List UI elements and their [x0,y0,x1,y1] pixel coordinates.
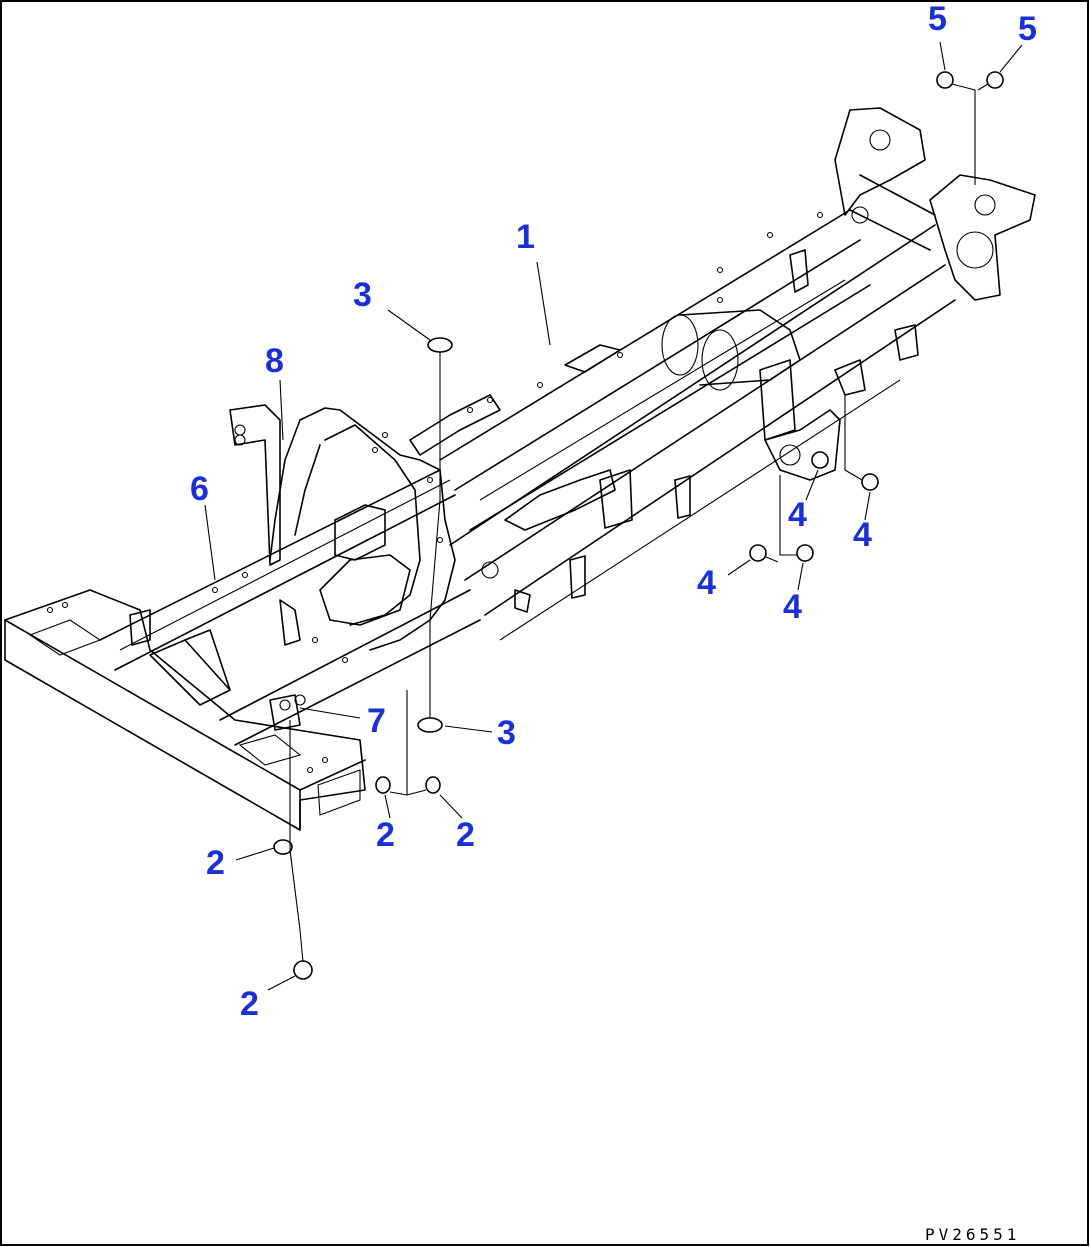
bushing-2d [293,960,313,980]
callout-4d: 4 [783,588,802,626]
callout-2c: 2 [206,844,225,882]
washer-3a [427,337,453,353]
bushing-4a [811,451,829,469]
bushing-4c [749,544,767,562]
callout-4a: 4 [788,496,807,534]
callout-1: 1 [516,218,535,256]
bushing-2b [425,776,441,794]
callout-5b: 5 [1018,10,1037,48]
leader-lines [204,41,1023,991]
bushing-5b [986,71,1004,89]
callouts: 1 2 2 2 2 3 3 4 4 4 4 5 5 6 7 8 [190,0,1037,1023]
callout-6: 6 [190,470,209,508]
callout-5a: 5 [928,0,947,38]
callout-4b: 4 [853,516,872,554]
bushing-2c [273,839,293,855]
callout-4c: 4 [697,564,716,602]
callout-3a: 3 [353,276,372,314]
callout-2b: 2 [456,816,475,854]
callout-2d: 2 [240,985,259,1023]
callout-2a: 2 [376,816,395,854]
callout-8: 8 [265,342,284,380]
callout-7: 7 [367,702,386,740]
bushing-2a [375,776,391,794]
bushing-4d [796,544,814,562]
main-frame-drawing [4,107,1036,831]
bushing-4b [861,473,879,491]
washer-3b [417,717,443,733]
loose-parts [273,71,1004,980]
drawing-id: PV26551 [925,1225,1020,1244]
callout-3b: 3 [497,714,516,752]
bushing-5a [936,71,954,89]
